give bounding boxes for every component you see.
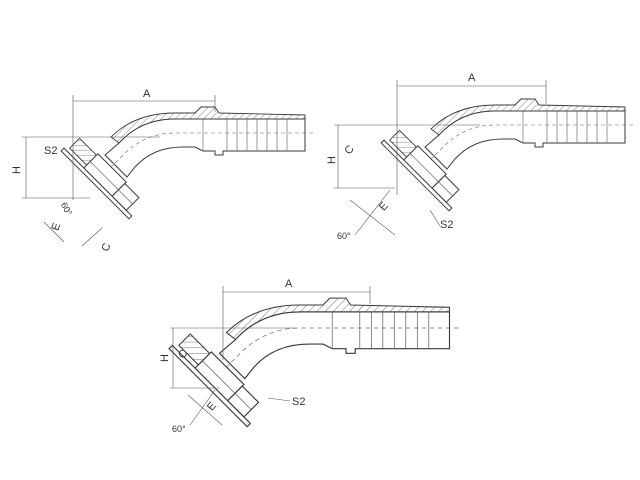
fitting-figure-1: A H S2 60° E C bbox=[11, 88, 314, 253]
label-angle: 60° bbox=[59, 201, 75, 218]
fitting-45-drawing bbox=[60, 106, 314, 220]
fitting-45-drawing bbox=[380, 98, 634, 212]
label-H: H bbox=[326, 156, 338, 164]
label-E: E bbox=[377, 200, 391, 213]
label-A: A bbox=[285, 278, 293, 290]
label-H: H bbox=[11, 166, 23, 174]
fitting-figure-3: A H C E 60° S2 bbox=[159, 278, 460, 434]
label-C: C bbox=[342, 143, 356, 157]
label-E: E bbox=[50, 221, 64, 232]
label-angle: 60° bbox=[337, 231, 351, 241]
label-S2: S2 bbox=[44, 145, 57, 157]
label-S2: S2 bbox=[292, 396, 305, 408]
label-S2: S2 bbox=[440, 219, 453, 231]
fitting-figure-2: A H C E 60° S2 bbox=[326, 72, 634, 241]
label-C: C bbox=[100, 241, 114, 253]
label-H: H bbox=[159, 354, 171, 362]
label-A: A bbox=[468, 72, 476, 84]
label-E: E bbox=[205, 400, 219, 413]
label-angle: 60° bbox=[172, 424, 186, 434]
label-A: A bbox=[143, 88, 151, 100]
